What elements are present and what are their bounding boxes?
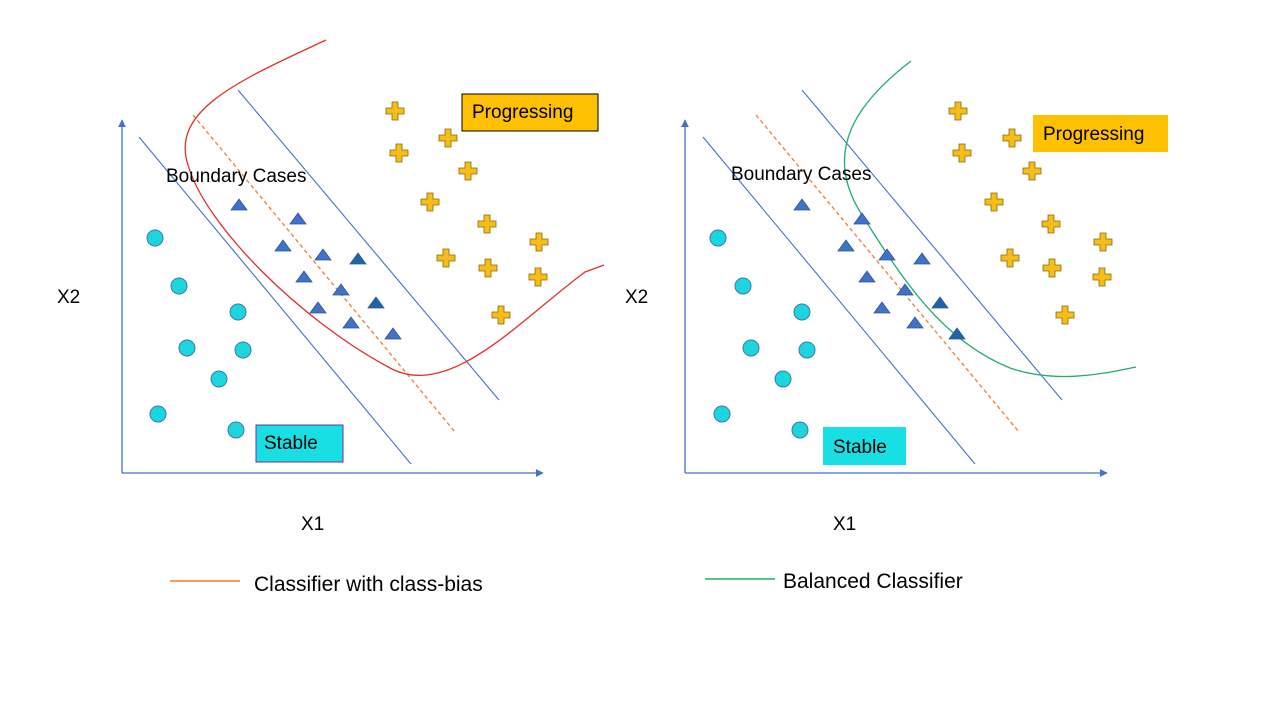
left-boundary-curve bbox=[184, 39, 605, 376]
right-biased-classifier-line bbox=[755, 114, 1020, 433]
boundary-point bbox=[913, 252, 931, 265]
progressing-point bbox=[420, 192, 440, 212]
boundary-point bbox=[332, 283, 350, 296]
legend-label-biased: Classifier with class-bias bbox=[254, 573, 483, 596]
boundary-point bbox=[853, 212, 871, 225]
right-boundary-curve bbox=[843, 60, 1137, 378]
left-y-axis-label: X2 bbox=[57, 287, 80, 308]
stable-point bbox=[774, 370, 792, 388]
progressing-point bbox=[458, 161, 478, 181]
boundary-point bbox=[309, 301, 327, 314]
right-x-axis-label: X1 bbox=[833, 514, 856, 535]
progressing-point bbox=[491, 305, 511, 325]
boundary-point bbox=[349, 252, 367, 265]
boundary-point bbox=[367, 296, 385, 309]
stable-point bbox=[170, 277, 188, 295]
progressing-point bbox=[948, 101, 968, 121]
right-stable-label: Stable bbox=[833, 437, 887, 458]
stable-point bbox=[146, 229, 164, 247]
stable-point bbox=[709, 229, 727, 247]
boundary-point bbox=[384, 327, 402, 340]
boundary-point bbox=[274, 239, 292, 252]
progressing-point bbox=[1002, 128, 1022, 148]
boundary-point bbox=[837, 239, 855, 252]
progressing-point bbox=[389, 143, 409, 163]
left-progressing-label: Progressing bbox=[472, 102, 573, 123]
boundary-point bbox=[230, 198, 248, 211]
progressing-point bbox=[436, 248, 456, 268]
left-biased-classifier-line bbox=[192, 114, 456, 433]
right-boundary-cases-label: Boundary Cases bbox=[731, 164, 871, 185]
right-margin-line-upper bbox=[801, 89, 1063, 401]
stable-point bbox=[210, 370, 228, 388]
stable-point bbox=[234, 341, 252, 359]
progressing-point bbox=[477, 214, 497, 234]
boundary-point bbox=[931, 296, 949, 309]
right-margin-line-lower bbox=[702, 136, 976, 465]
right-y-axis-label: X2 bbox=[625, 287, 648, 308]
progressing-point bbox=[478, 258, 498, 278]
stable-point bbox=[149, 405, 167, 423]
progressing-point bbox=[438, 128, 458, 148]
left-margin-line-lower bbox=[138, 136, 412, 465]
boundary-point bbox=[295, 270, 313, 283]
progressing-point bbox=[984, 192, 1004, 212]
progressing-point bbox=[529, 232, 549, 252]
left-panel: Progressing Stable Boundary Cases X2 X1 bbox=[57, 39, 605, 535]
stable-point bbox=[229, 303, 247, 321]
boundary-point bbox=[342, 316, 360, 329]
progressing-point bbox=[528, 267, 548, 287]
right-panel: Progressing Stable Boundary Cases X2 X1 bbox=[625, 60, 1168, 535]
boundary-point bbox=[878, 248, 896, 261]
right-progressing-points bbox=[948, 101, 1113, 325]
left-stable-box bbox=[255, 424, 344, 463]
legend-label-balanced: Balanced Classifier bbox=[783, 570, 963, 593]
right-stable-box bbox=[823, 427, 906, 465]
boundary-point bbox=[948, 327, 966, 340]
left-margin-line-upper bbox=[237, 89, 500, 401]
stable-point bbox=[227, 421, 245, 439]
progressing-point bbox=[1055, 305, 1075, 325]
left-progressing-box bbox=[461, 93, 599, 132]
right-progressing-box bbox=[1033, 115, 1168, 152]
left-boundary-points bbox=[230, 198, 402, 340]
right-boundary-points bbox=[793, 198, 966, 340]
left-stable-points bbox=[146, 229, 252, 439]
left-progressing-points bbox=[385, 101, 549, 325]
progressing-point bbox=[952, 143, 972, 163]
stable-point bbox=[178, 339, 196, 357]
right-stable-points bbox=[709, 229, 816, 439]
stable-point bbox=[734, 277, 752, 295]
right-progressing-label: Progressing bbox=[1043, 124, 1144, 145]
stable-point bbox=[742, 339, 760, 357]
stable-point bbox=[791, 421, 809, 439]
boundary-point bbox=[906, 316, 924, 329]
progressing-point bbox=[1042, 258, 1062, 278]
boundary-point bbox=[896, 283, 914, 296]
progressing-point bbox=[1041, 214, 1061, 234]
boundary-point bbox=[289, 212, 307, 225]
progressing-point bbox=[1022, 161, 1042, 181]
boundary-point bbox=[314, 248, 332, 261]
boundary-point bbox=[858, 270, 876, 283]
stable-point bbox=[713, 405, 731, 423]
stable-point bbox=[798, 341, 816, 359]
left-x-axis-label: X1 bbox=[301, 514, 324, 535]
progressing-point bbox=[1000, 248, 1020, 268]
progressing-point bbox=[385, 101, 405, 121]
boundary-point bbox=[793, 198, 811, 211]
legend: Classifier with class-bias Balanced Clas… bbox=[170, 570, 963, 596]
left-stable-label: Stable bbox=[264, 433, 318, 454]
stable-point bbox=[793, 303, 811, 321]
boundary-point bbox=[873, 301, 891, 314]
progressing-point bbox=[1092, 267, 1112, 287]
left-boundary-cases-label: Boundary Cases bbox=[166, 166, 306, 187]
progressing-point bbox=[1093, 232, 1113, 252]
